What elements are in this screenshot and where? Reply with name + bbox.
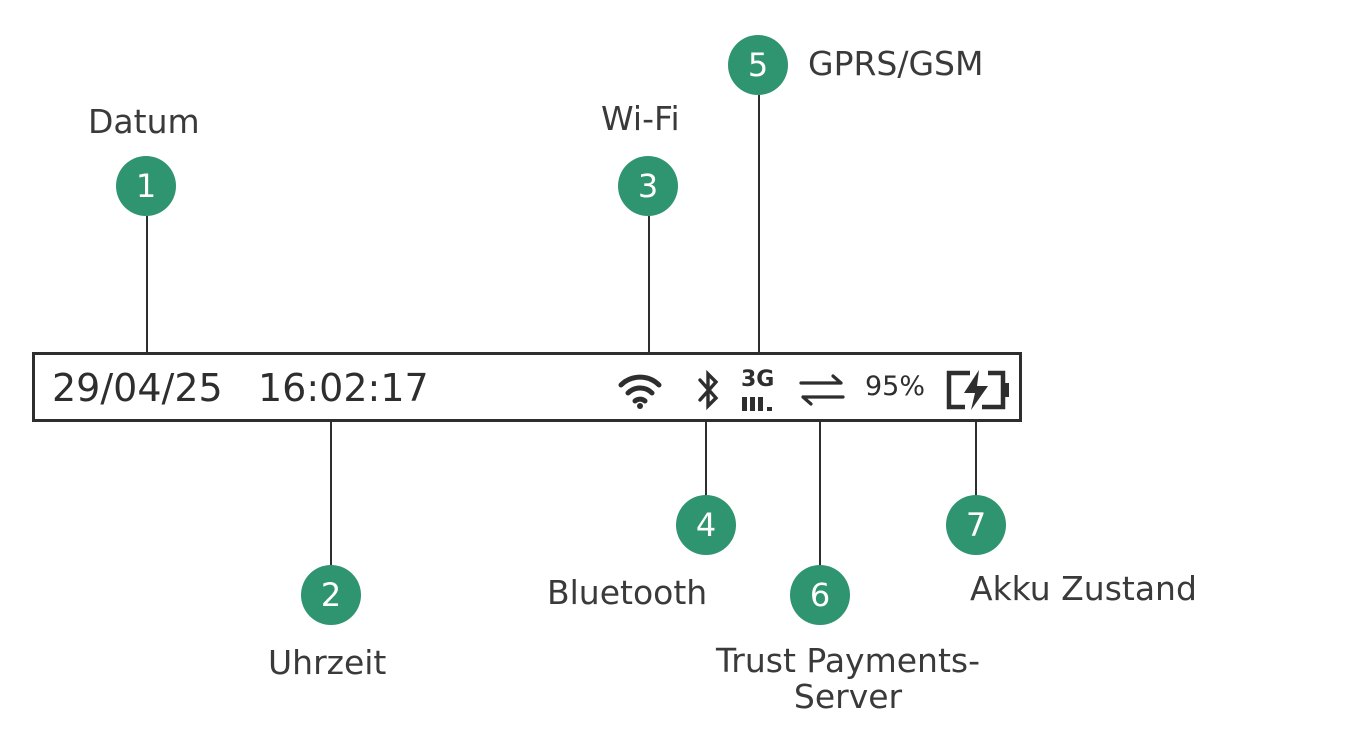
status-date: 29/04/25 [52,366,223,410]
leader-line-server [819,422,821,566]
signal-bars-icon [742,397,772,411]
callout-label-bluetooth: Bluetooth [547,573,708,612]
signal-3g-label: 3G [741,367,775,392]
battery-charging-icon [946,370,1009,410]
status-bar: 29/04/25 16:02:17 3G 95% [32,352,1022,422]
server-connection-icon [799,374,845,406]
callout-badge-5: 5 [728,35,788,95]
leader-line-gprs [758,95,760,353]
callout-badge-6: 6 [790,565,850,625]
battery-percent: 95% [865,371,926,402]
leader-line-bluetooth [705,422,707,496]
callout-label-gprs: GPRS/GSM [808,44,984,83]
callout-badge-2: 2 [301,565,361,625]
callout-label-datum: Datum [88,102,200,141]
callout-badge-4: 4 [676,495,736,555]
callout-label-uhrzeit: Uhrzeit [268,643,387,682]
leader-line-battery [975,422,977,496]
callout-label-battery: Akku Zustand [970,569,1197,608]
callout-badge-3: 3 [618,156,678,216]
callout-label-wifi: Wi-Fi [601,99,680,138]
callout-badge-7: 7 [946,495,1006,555]
leader-line-datum [146,216,148,353]
status-time: 16:02:17 [258,366,429,410]
wifi-icon [618,374,662,409]
bluetooth-icon [698,369,719,411]
leader-line-uhrzeit [330,422,332,566]
callout-badge-1: 1 [116,156,176,216]
leader-line-wifi [648,216,650,353]
callout-label-server: Trust Payments- Server [716,641,980,716]
